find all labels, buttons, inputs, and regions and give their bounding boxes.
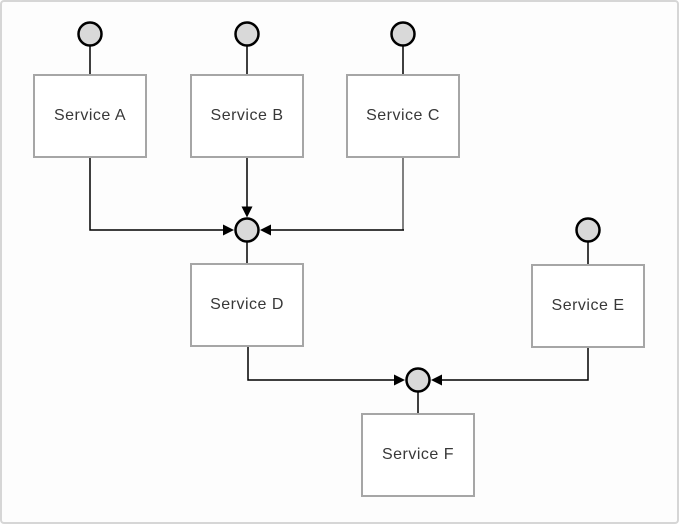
join-circle-1[interactable] [234, 217, 260, 243]
connector-service-e-to-join2 [433, 347, 589, 381]
arrowhead-d-into-join2 [394, 374, 405, 386]
node-service-c-label: Service C [366, 107, 440, 124]
arrowhead-c-into-join1 [260, 224, 271, 236]
connector-service-d-to-join2 [247, 346, 396, 381]
start-event-circle-service-a[interactable] [77, 21, 103, 47]
arrowhead-b-into-join1 [241, 206, 253, 218]
node-service-d-label: Service D [210, 296, 284, 313]
node-service-b[interactable]: Service B [190, 74, 304, 158]
node-service-e-label: Service E [551, 297, 625, 314]
node-service-a[interactable]: Service A [33, 74, 147, 158]
node-service-b-label: Service B [210, 107, 284, 124]
connector-service-a-to-join1 [89, 157, 225, 231]
arrowhead-a-into-join1 [223, 224, 234, 236]
arrowhead-e-into-join2 [431, 374, 442, 386]
start-event-circle-service-b[interactable] [234, 21, 260, 47]
start-event-circle-service-c[interactable] [390, 21, 416, 47]
node-service-a-label: Service A [53, 107, 127, 124]
node-service-e[interactable]: Service E [531, 264, 645, 348]
node-service-f[interactable]: Service F [361, 413, 475, 497]
join-circle-2[interactable] [405, 367, 431, 393]
node-service-f-label: Service F [381, 446, 455, 463]
node-service-c[interactable]: Service C [346, 74, 460, 158]
node-service-d[interactable]: Service D [190, 263, 304, 347]
start-event-circle-service-e[interactable] [575, 217, 601, 243]
